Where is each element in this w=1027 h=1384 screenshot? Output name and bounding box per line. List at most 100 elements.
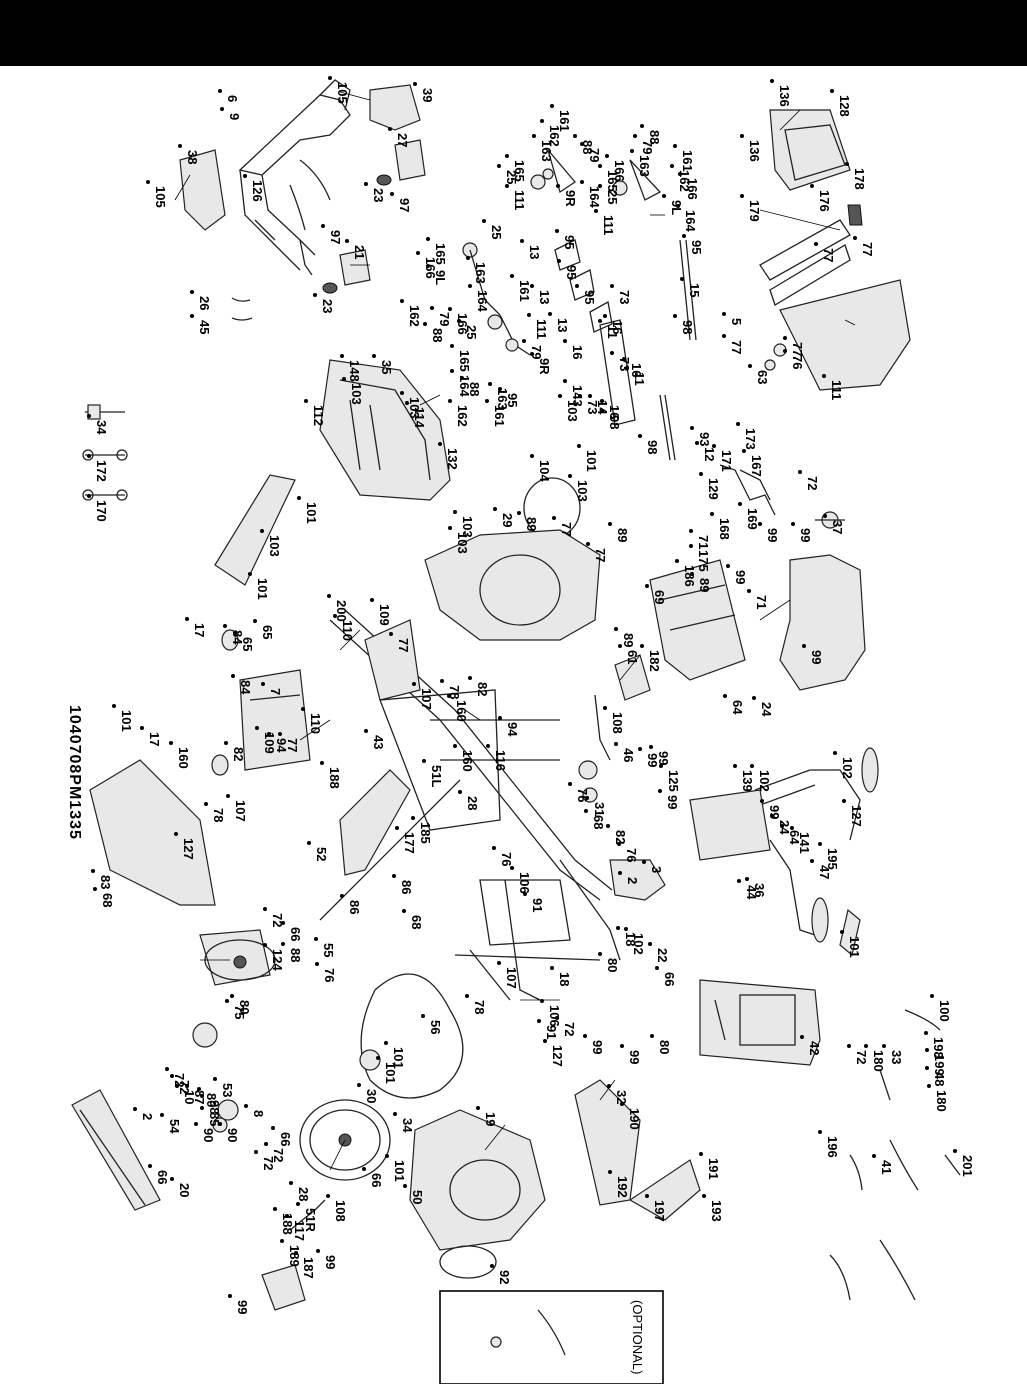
front-foot-part bbox=[574, 1079, 701, 1221]
main-frame-part bbox=[319, 609, 621, 1001]
part-callout-number: 86 bbox=[399, 880, 414, 894]
part-callout-number: 87 bbox=[192, 1090, 207, 1104]
part-callout-number: 17 bbox=[192, 623, 207, 637]
part-callout-number: 66 bbox=[662, 972, 677, 986]
callout-marker bbox=[423, 322, 427, 326]
callout-marker bbox=[395, 826, 399, 830]
callout-marker bbox=[750, 764, 754, 768]
callout-marker bbox=[659, 764, 663, 768]
callout-marker bbox=[864, 1044, 868, 1048]
part-callout-number: 72 bbox=[270, 913, 285, 927]
right-pedal-part bbox=[261, 1199, 326, 1311]
part-callout-number: 169 bbox=[745, 508, 760, 530]
part-callout-number: 89 bbox=[697, 578, 712, 592]
right-shroud-part bbox=[409, 1109, 546, 1251]
callout-marker bbox=[537, 1019, 541, 1023]
callout-marker bbox=[320, 761, 324, 765]
part-callout-number: 24 bbox=[759, 702, 774, 717]
part-callout-number: 111 bbox=[534, 319, 549, 339]
tool-parts bbox=[82, 404, 128, 501]
part-callout-number: 99 bbox=[809, 650, 824, 664]
part-callout-number: 166 bbox=[455, 313, 470, 335]
part-callout-number: 112 bbox=[311, 405, 326, 426]
callout-marker bbox=[586, 542, 590, 546]
part-callout-number: 14 bbox=[595, 400, 610, 415]
callout-marker bbox=[169, 741, 173, 745]
callout-marker bbox=[340, 354, 344, 358]
part-callout-number: 176 bbox=[817, 190, 832, 212]
part-callout-number: 98 bbox=[607, 415, 622, 429]
part-callout-number: 72 bbox=[271, 1148, 286, 1162]
part-callout-number: 193 bbox=[709, 1200, 724, 1222]
part-callout-number: 77 bbox=[860, 242, 875, 256]
callout-marker bbox=[87, 494, 91, 498]
part-callout-number: 72 bbox=[172, 1073, 187, 1087]
part-callout-number: 47 bbox=[817, 865, 832, 879]
callout-marker bbox=[600, 409, 604, 413]
callout-marker bbox=[278, 732, 282, 736]
callout-marker bbox=[357, 1083, 361, 1087]
callout-marker bbox=[610, 351, 614, 355]
part-callout-number: 72 bbox=[805, 476, 820, 490]
crank-pulley-part bbox=[299, 1049, 391, 1181]
callout-marker bbox=[588, 394, 592, 398]
callout-marker bbox=[402, 909, 406, 913]
part-callout-number: 167 bbox=[749, 455, 764, 477]
part-callout-number: 103 bbox=[407, 397, 422, 419]
part-callout-number: 72 bbox=[261, 1156, 276, 1170]
callout-marker bbox=[430, 306, 434, 310]
part-callout-number: 189 bbox=[287, 1245, 302, 1267]
part-callout-number: 101 bbox=[383, 1062, 398, 1084]
callout-marker bbox=[453, 744, 457, 748]
part-callout-number: 107 bbox=[419, 688, 434, 710]
callout-marker bbox=[726, 564, 730, 568]
part-callout-number: 127 bbox=[181, 838, 196, 860]
callout-marker bbox=[673, 144, 677, 148]
optional-parts-box bbox=[439, 1290, 664, 1384]
callout-marker bbox=[345, 239, 349, 243]
callout-marker bbox=[260, 529, 264, 533]
seat-carriage-part bbox=[649, 559, 746, 681]
part-callout-number: 54 bbox=[167, 1119, 182, 1134]
callout-marker bbox=[178, 144, 182, 148]
callout-marker bbox=[578, 394, 582, 398]
callout-marker bbox=[558, 394, 562, 398]
rear-shroud-part bbox=[424, 529, 601, 641]
part-callout-number: 30 bbox=[364, 1089, 379, 1103]
callout-marker bbox=[450, 369, 454, 373]
callout-marker bbox=[676, 204, 680, 208]
part-callout-number: 99 bbox=[798, 528, 813, 542]
callout-marker bbox=[758, 522, 762, 526]
part-callout-number: 165 bbox=[512, 160, 527, 182]
callout-marker bbox=[194, 1122, 198, 1126]
callout-marker bbox=[510, 274, 514, 278]
part-callout-number: 102 bbox=[840, 757, 855, 779]
callout-marker bbox=[791, 522, 795, 526]
part-callout-number: 110 bbox=[308, 713, 323, 734]
part-callout-number: 99 bbox=[235, 1300, 250, 1314]
part-callout-number: 108 bbox=[333, 1200, 348, 1222]
part-callout-number: 161 bbox=[492, 405, 507, 427]
part-callout-number: 175 bbox=[696, 550, 711, 572]
part-callout-number: 98 bbox=[680, 320, 695, 334]
part-callout-number: 98 bbox=[645, 440, 660, 454]
part-callout-number: 9 bbox=[227, 113, 242, 120]
callout-marker bbox=[421, 1014, 425, 1018]
part-callout-number: 55 bbox=[321, 943, 336, 957]
callout-marker bbox=[87, 454, 91, 458]
part-callout-number: 9L bbox=[669, 200, 684, 215]
part-callout-number: 197 bbox=[652, 1200, 667, 1222]
part-callout-number: 162 bbox=[407, 305, 422, 327]
part-callout-number: 53 bbox=[220, 1083, 235, 1097]
part-callout-number: 95 bbox=[505, 393, 520, 407]
part-callout-number: 66 bbox=[278, 1132, 293, 1146]
callout-marker bbox=[412, 682, 416, 686]
callout-marker bbox=[607, 1084, 611, 1088]
part-callout-number: 108 bbox=[610, 712, 625, 734]
part-callout-number: 116 bbox=[493, 750, 508, 771]
callout-marker bbox=[426, 237, 430, 241]
parts-drawing bbox=[71, 79, 961, 1384]
callout-marker bbox=[530, 352, 534, 356]
callout-marker bbox=[842, 799, 846, 803]
part-callout-number: 161 bbox=[557, 110, 572, 132]
